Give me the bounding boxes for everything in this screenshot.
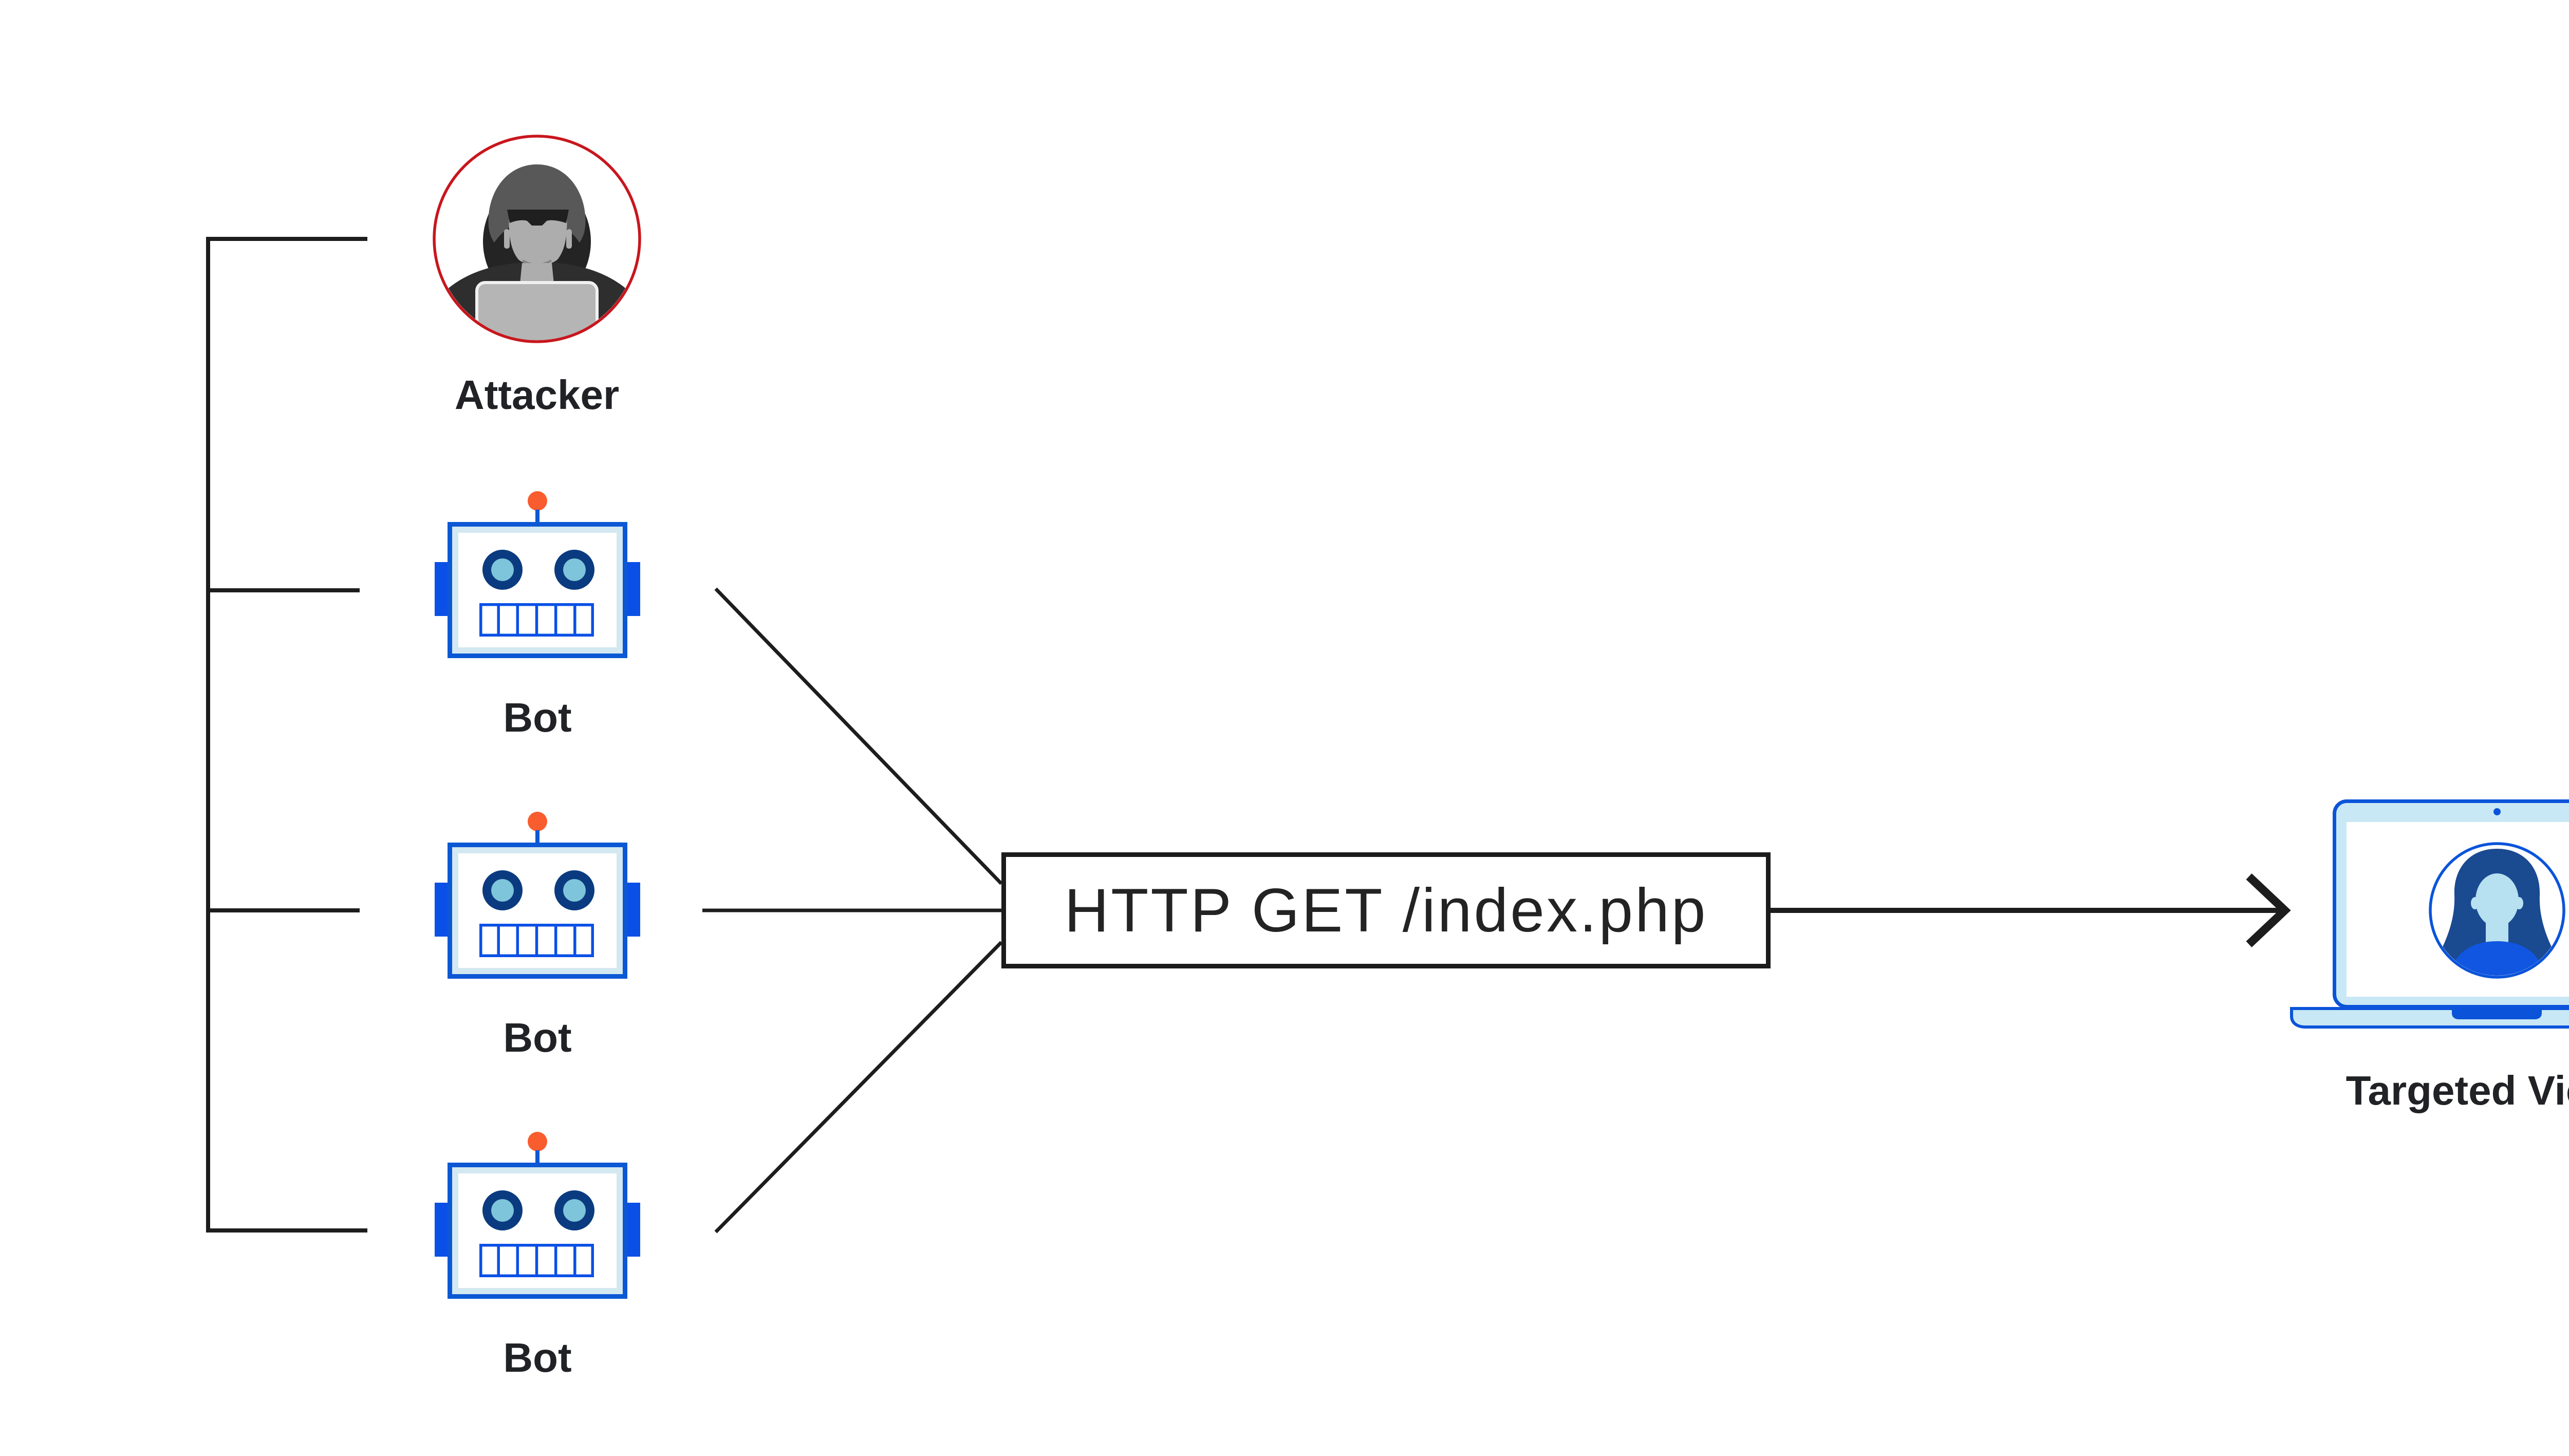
attacker-hacker-icon xyxy=(433,135,641,343)
victim-laptop-icon xyxy=(2290,799,2569,1029)
attacker-laptop xyxy=(475,281,599,340)
http-request-box: HTTP GET /index.php xyxy=(1001,852,1771,968)
arrowhead-icon xyxy=(2246,873,2291,947)
botnet-bracket xyxy=(206,237,367,1233)
bot3-to-request-line xyxy=(714,941,1003,1234)
sunglasses xyxy=(507,210,569,226)
laptop-base-notch xyxy=(2452,1009,2542,1019)
bot-robot-icon xyxy=(435,491,640,661)
bot-robot-icon xyxy=(435,1132,640,1301)
attacker-face xyxy=(509,212,567,265)
bot-label: Bot xyxy=(503,695,572,740)
bot1-to-request-line xyxy=(714,587,1003,885)
targeted-victim-label: Targeted Victim xyxy=(2345,1068,2569,1113)
avatar-face xyxy=(2475,873,2519,927)
bot-label: Bot xyxy=(503,1015,572,1060)
attacker-label: Attacker xyxy=(454,372,620,418)
http-request-text: HTTP GET /index.php xyxy=(1064,876,1708,945)
bot-robot-icon xyxy=(435,812,640,981)
bot-label: Bot xyxy=(503,1335,572,1380)
avatar-shirt xyxy=(2448,941,2546,976)
woman-avatar xyxy=(2436,849,2558,976)
webcam-dot xyxy=(2493,808,2501,815)
